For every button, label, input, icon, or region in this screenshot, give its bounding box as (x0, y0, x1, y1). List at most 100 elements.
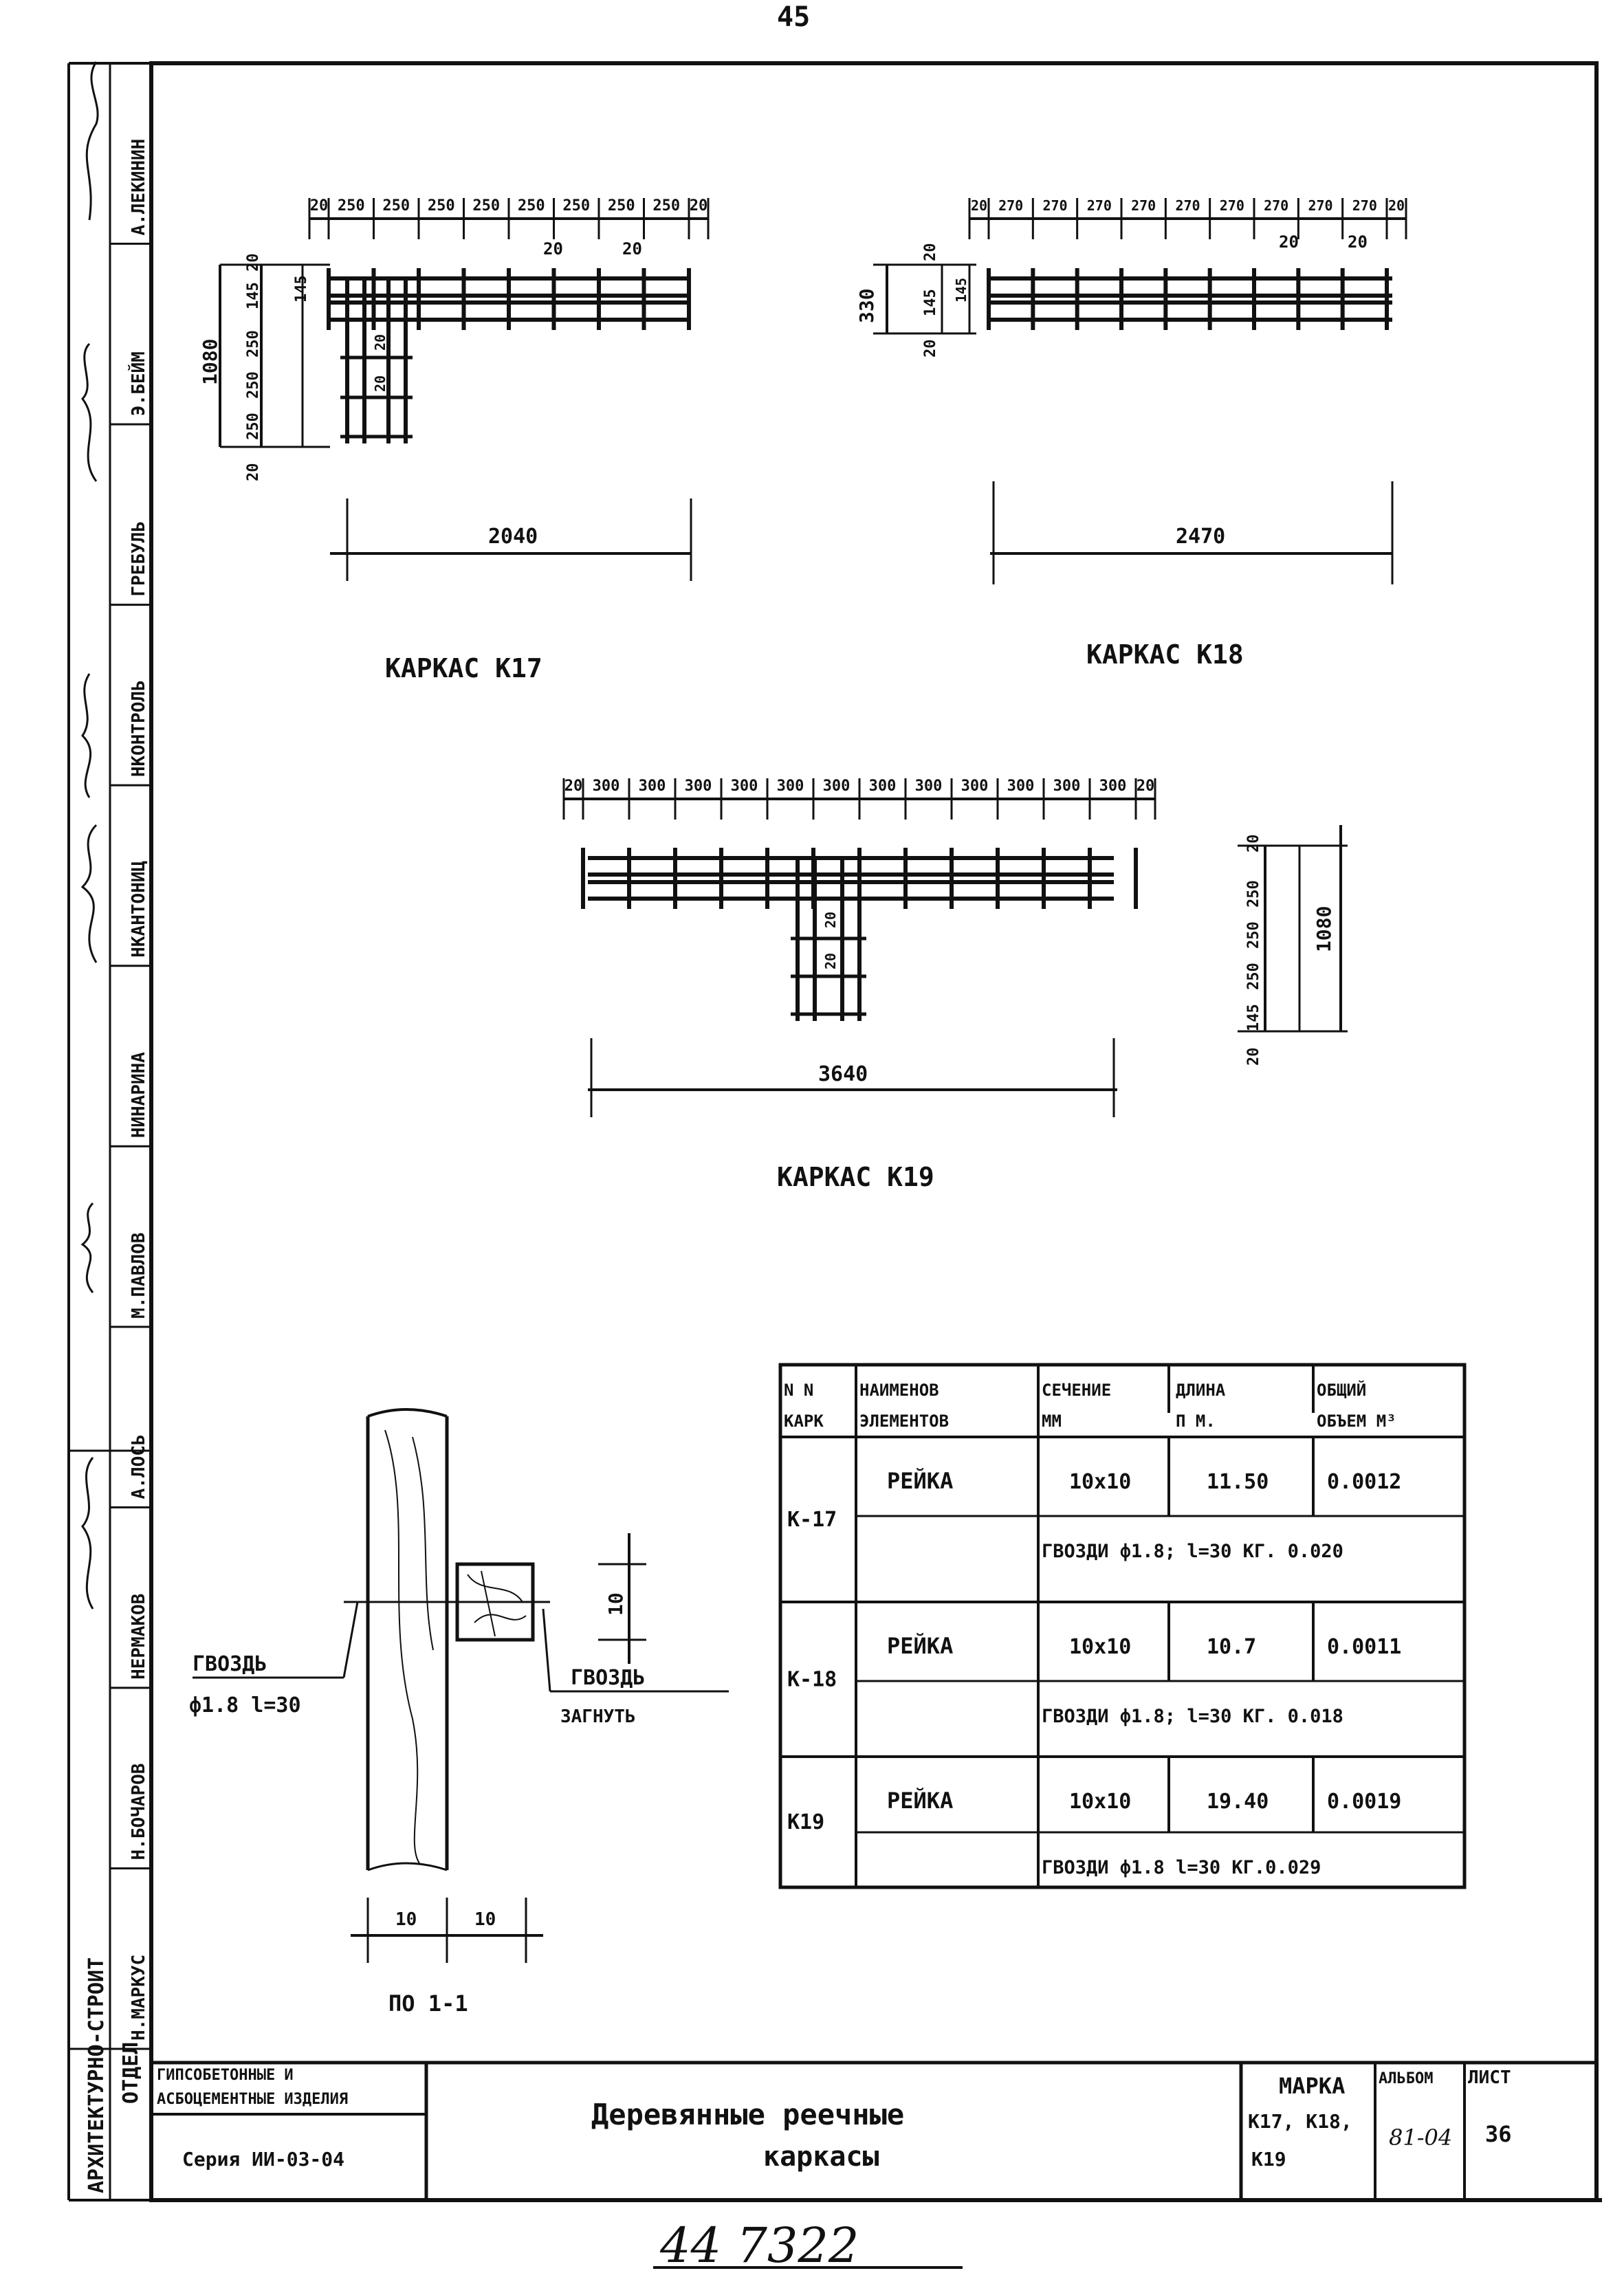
k17-inner-dim-3: 20 (372, 375, 388, 392)
table-section: 10х10 (1069, 1635, 1131, 1659)
k17-top-dim-label: 250 (428, 197, 455, 215)
k17-top-dim-label: 250 (472, 197, 500, 215)
title-block: ГИПСОБЕТОННЫЕ И АСБОЦЕМЕНТНЫЕ ИЗДЕЛИЯ Се… (151, 2061, 1596, 2200)
k18-top-dim-label: 270 (998, 197, 1023, 214)
sheet-border (149, 61, 1599, 2202)
table-frame-id: К-17 (787, 1508, 837, 1532)
side-name: А.ЛЕКИНИН (129, 139, 149, 236)
side-stamp: Н.МАРКУСН.БОЧАРОВНЕРМАКОВА.ЛОСЬМ.ПАВЛОВН… (69, 61, 151, 2200)
k17-left-dim-label: 250 (245, 330, 262, 358)
side-name: Н.БОЧАРОВ (129, 1764, 149, 1860)
table-section: 10х10 (1069, 1470, 1131, 1494)
table-header: ОБЪЕМ М³ (1317, 1412, 1396, 1431)
k18-inner-dim-1: 145 (953, 278, 969, 303)
k17-top-dim-label: 250 (608, 197, 635, 215)
k19-top-dim-label: 300 (593, 778, 620, 795)
table-length: 19.40 (1207, 1790, 1269, 1814)
tb-org-line1: ГИПСОБЕТОННЫЕ И (157, 2067, 294, 2084)
section-bottom-dim-2: 10 (474, 1909, 496, 1930)
k19-top-dim-label: 300 (915, 778, 943, 795)
table-header: ОБЩИЙ (1317, 1380, 1366, 1400)
k19-top-dim-label: 300 (1099, 778, 1127, 795)
signature-2 (81, 342, 98, 482)
k18-top-dim-label: 270 (1131, 197, 1156, 214)
archive-number: 44 7322 (659, 2217, 859, 2273)
k18-sub-dim-2: 20 (1348, 232, 1368, 252)
k19-caption: КАРКАС К19 (777, 1162, 934, 1192)
signature-1 (85, 61, 99, 221)
k17-top-dim-label: 250 (518, 197, 545, 215)
k18-top-dim-label: 270 (1264, 197, 1288, 214)
tb-album-label: АЛЬБОМ (1379, 2070, 1433, 2087)
k17-length: 2040 (488, 525, 538, 549)
k17-left-dim-label: 20 (245, 463, 262, 482)
k17-top-dim-label: 250 (338, 197, 365, 215)
k18-top-dim-label: 20 (971, 197, 987, 214)
tb-title-line1: Деревянные реечные (591, 2098, 904, 2131)
side-org-line1: АРХИТЕКТУРНО-СТРОИТ (85, 1957, 109, 2193)
k18-left-dim-1: 20 (922, 243, 939, 262)
section-detail: ГВОЗДЬ ф1.8 l=30 ГВОЗДЬ ЗАГНУТЬ 10 10 10… (189, 1408, 729, 2017)
k19-top-dim-label: 20 (564, 778, 583, 795)
table-header: ММ (1042, 1412, 1062, 1431)
k19-top-dim-label: 300 (1007, 778, 1035, 795)
k18-top-dim-label: 20 (1388, 197, 1405, 214)
k19-right-dim-label: 250 (1245, 880, 1262, 908)
k17-top-dim-label: 20 (310, 197, 329, 215)
k18-top-dim-label: 270 (1175, 197, 1200, 214)
tb-album-value: 81-04 (1389, 2124, 1452, 2151)
k18-top-dim-label: 270 (1308, 197, 1332, 214)
table-item: РЕЙКА (887, 1468, 953, 1494)
k17-left-dim-label: 145 (245, 282, 262, 309)
tb-title-line2: каркасы (763, 2141, 879, 2173)
k18-left-dim-2: 145 (922, 289, 939, 316)
k19-right-dim-label: 250 (1245, 963, 1262, 990)
k19-top-dim-label: 300 (1053, 778, 1081, 795)
table-header: П М. (1176, 1412, 1216, 1431)
table-header: ЭЛЕМЕНТОВ (859, 1412, 949, 1431)
k19-length: 3640 (818, 1062, 868, 1086)
k19-total-height: 1080 (1313, 906, 1335, 952)
side-name: НИНАРИНА (129, 1052, 149, 1139)
k19-top-dim-label: 300 (777, 778, 804, 795)
k17-inner-dim-2: 20 (372, 334, 388, 351)
signature-3 (81, 673, 91, 798)
k19-inner-dim-1: 20 (822, 912, 839, 928)
k19-right-dim-label: 20 (1245, 835, 1262, 853)
k19-top-dim-label: 300 (731, 778, 758, 795)
k18-top-dim-label: 270 (1352, 197, 1377, 214)
table-item: РЕЙКА (887, 1633, 953, 1659)
spec-table: N NКАРКНАИМЕНОВЭЛЕМЕНТОВСЕЧЕНИЕММДЛИНАП … (778, 1363, 1467, 1889)
k18-top-dim-label: 270 (1087, 197, 1112, 214)
table-header: КАРК (784, 1412, 824, 1431)
nail-right-label-2: ЗАГНУТЬ (560, 1706, 636, 1727)
k18-caption: КАРКАС К18 (1086, 639, 1244, 670)
k17-total-height: 1080 (199, 339, 221, 385)
table-nail-row: ГВОЗДИ ф1.8; l=30 КГ. 0.018 (1042, 1706, 1343, 1727)
signature-6 (81, 1457, 94, 1610)
k17-left-dim-label: 250 (245, 371, 262, 399)
tb-sheet-label: ЛИСТ (1468, 2067, 1511, 2088)
tb-mark-label: МАРКА (1279, 2073, 1345, 2099)
k17-top-dim-label: 20 (690, 197, 708, 215)
k18-top-dim-label: 270 (1042, 197, 1067, 214)
side-name: А.ЛОСЬ (129, 1434, 149, 1499)
k19-right-dim-label: 20 (1245, 1048, 1262, 1066)
k19-top-dim-label: 300 (685, 778, 712, 795)
k19-top-dim-label: 20 (1137, 778, 1155, 795)
k18-left-dim-3: 20 (922, 340, 939, 358)
side-name: НКАНТОНИЦ (129, 861, 149, 958)
k19-top-dim-label: 300 (823, 778, 851, 795)
side-name: Э.БЕЙМ (127, 351, 149, 416)
tb-series: Серия ИИ-03-04 (182, 2148, 344, 2171)
table-frame-id: К-18 (787, 1668, 837, 1692)
k17-inner-dim-1: 145 (293, 275, 310, 303)
k17-left-dim-label: 250 (245, 413, 262, 440)
table-nail-row: ГВОЗДИ ф1.8; l=30 КГ. 0.020 (1042, 1541, 1343, 1562)
table-length: 11.50 (1207, 1470, 1269, 1494)
table-header: НАИМЕНОВ (859, 1381, 939, 1400)
section-bottom-dim-1: 10 (395, 1909, 417, 1930)
